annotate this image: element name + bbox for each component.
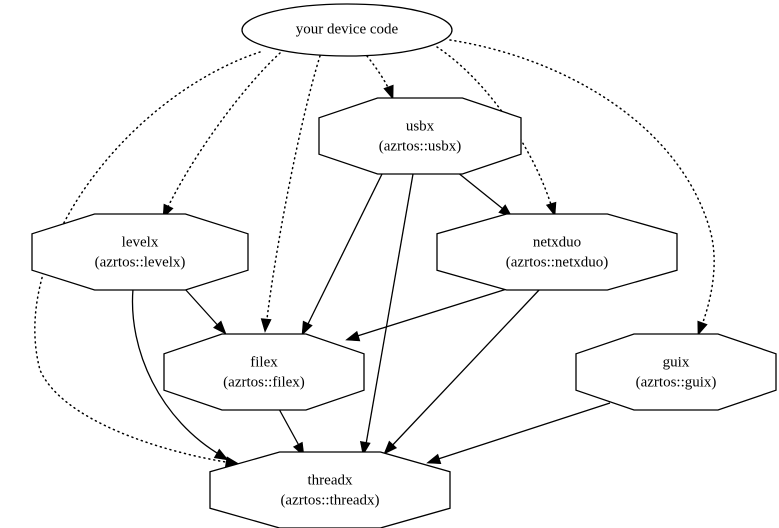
node-label-namespace: (azrtos::netxduo): [506, 254, 608, 270]
node-levelx[interactable]: levelx(azrtos::levelx): [31, 213, 249, 291]
edge-line: [456, 171, 509, 214]
edge-arrowhead: [213, 448, 229, 461]
octagon-shape: [31, 213, 249, 291]
node-netxduo[interactable]: netxduo(azrtos::netxduo): [436, 213, 678, 291]
edge-usbx-to-threadx: [359, 173, 414, 456]
edge-filex-to-threadx: [278, 408, 305, 457]
node-device[interactable]: your device code: [241, 3, 453, 57]
node-label-namespace: (azrtos::usbx): [379, 138, 461, 154]
edge-netxduo-to-filex: [345, 286, 514, 342]
node-label-name: threadx: [308, 472, 353, 488]
edge-device-to-filex: [260, 55, 321, 333]
node-label-namespace: (azrtos::filex): [223, 374, 305, 390]
node-label-name: guix: [663, 354, 690, 370]
node-label-namespace: (azrtos::levelx): [95, 254, 186, 270]
node-filex[interactable]: filex(azrtos::filex): [163, 333, 365, 411]
edge-line: [364, 173, 414, 451]
octagon-shape: [575, 333, 777, 411]
node-label-namespace: (azrtos::threadx): [280, 492, 379, 508]
node-layer: your device codeusbx(azrtos::usbx)levelx…: [31, 3, 777, 528]
node-label-name: filex: [250, 354, 278, 370]
node-label-name: netxduo: [533, 234, 581, 250]
edge-line: [431, 402, 611, 462]
edge-line: [350, 286, 514, 339]
edge-arrowhead: [213, 320, 227, 335]
node-label-name: levelx: [122, 234, 159, 250]
octagon-shape: [318, 97, 522, 175]
edge-line: [304, 173, 383, 331]
edge-arrowhead: [383, 440, 398, 455]
edge-line: [387, 288, 541, 451]
edge-line: [164, 52, 281, 214]
edge-arrowhead: [383, 84, 394, 100]
edge-arrowhead: [345, 330, 361, 342]
octagon-shape: [163, 333, 365, 411]
node-label-name: usbx: [406, 118, 435, 134]
edge-line: [131, 288, 223, 457]
node-guix[interactable]: guix(azrtos::guix): [575, 333, 777, 411]
edge-device-to-guix: [449, 39, 715, 336]
edge-line: [184, 288, 223, 331]
edge-line: [449, 39, 715, 331]
edge-line: [278, 408, 303, 452]
edge-levelx-to-filex: [184, 288, 227, 335]
edge-levelx-to-threadx: [131, 288, 229, 461]
ellipse-shape: [241, 3, 453, 57]
node-label-namespace: (azrtos::guix): [636, 374, 717, 390]
node-threadx[interactable]: threadx(azrtos::threadx): [209, 451, 451, 528]
node-label-name: your device code: [296, 21, 399, 37]
edge-arrowhead: [301, 320, 313, 336]
edge-arrowhead: [697, 320, 708, 336]
edge-usbx-to-netxduo: [456, 171, 513, 218]
octagon-shape: [436, 213, 678, 291]
edge-line: [34, 51, 261, 464]
edge-arrowhead: [426, 453, 442, 465]
edge-arrowhead: [260, 318, 272, 333]
edge-device-to-levelx: [162, 52, 281, 219]
edge-arrowhead: [545, 201, 557, 217]
edge-usbx-to-filex: [301, 173, 383, 336]
edge-device-to-usbx: [366, 55, 394, 100]
edge-line: [265, 55, 321, 328]
octagon-shape: [209, 451, 451, 528]
edge-guix-to-threadx: [426, 402, 611, 465]
node-usbx[interactable]: usbx(azrtos::usbx): [318, 97, 522, 175]
edge-netxduo-to-threadx: [383, 288, 541, 455]
